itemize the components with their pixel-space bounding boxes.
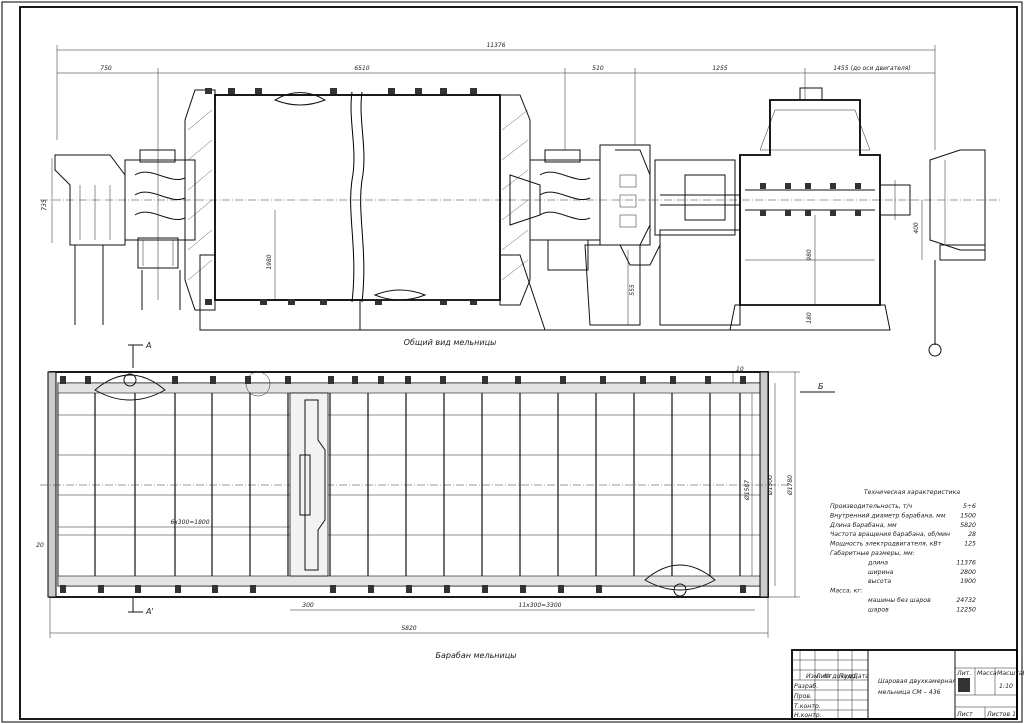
dim-h-mid: 555 [629,284,636,296]
dim-spacing-right: 11x300=3300 [519,602,562,609]
title-block: Изм. Лист № докум. Подп. Дата Разраб. Пр… [791,649,1024,720]
spec-label: шаров [868,606,889,613]
spec-value: 5820 [960,522,976,529]
dim-d5: 1455 (до оси двигателя) [833,65,910,72]
tb-mass-label: Масса [977,670,997,677]
tb-lit-label: Лит. [956,670,971,677]
spec-label: Длина барабана, мм [829,521,897,529]
spec-label: Мощность электродвигателя, кВт [830,541,942,548]
dim-d-inner: Ø1500 [767,475,774,496]
spec-value: 12250 [956,606,976,613]
spec-value: 1900 [960,578,976,585]
spec-label: Габаритные размеры, мм: [830,549,915,557]
tb-name-line2: мельница СМ – 436 [878,689,941,696]
dim-h-drum: 1980 [266,254,273,269]
dim-spacing-left: 6x300=1800 [170,519,209,526]
dim-d3: 510 [592,65,604,72]
tb-name-line1: Шаровая двухкамерная [878,678,956,685]
tb-role-2: Т.контр. [794,703,821,710]
spec-value: 2800 [960,569,976,576]
spec-label: Внутренний диаметр барабана, мм [830,511,946,519]
tb-scale-label: Масштаб [997,669,1024,677]
tb-col-list: Лист [815,673,832,680]
spec-label: Частота вращения барабана, об/мин [830,530,950,538]
tech-spec-title: Техническая характеристика [864,489,960,496]
dim-shell: 10 [736,366,744,373]
tb-col-izm: Изм. [806,673,821,680]
tb-role-0: Разраб. [794,682,818,690]
drum-view-caption: Барабан мельницы [436,651,517,660]
spec-value: 28 [968,531,976,538]
drum-view: А А' Б [36,341,835,660]
section-mark-a: А [145,341,151,350]
spec-label: Масса, кг: [830,588,863,595]
spec-label: машины без шаров [868,596,931,604]
general-view: 11376 750 6510 510 1255 1455 (до оси дви… [40,42,1000,357]
dim-d1: 750 [100,65,112,72]
spec-value: 1500 [960,512,976,519]
tb-col-date: Дата [852,673,869,680]
tb-col-doc: № докум. [823,673,855,680]
inner-frame [19,6,1018,720]
dim-d-flange: Ø1587 [744,480,751,501]
spec-label: длина [867,559,888,566]
section-mark-b: Б [818,382,824,391]
section-mark-a2: А' [145,607,154,616]
dim-d-outer: Ø1780 [787,475,794,496]
tech-spec: Техническая характеристика Производитель… [829,489,976,613]
spec-label: ширина [868,569,894,576]
tb-col-sign: Подп. [839,673,858,680]
dim-h-left: 735 [41,199,48,211]
tb-sheet-label: Лист [956,711,973,718]
spec-label: Производительность, т/ч [830,503,913,510]
dim-overall-bottom: 5820 [401,625,416,632]
dim-h-base: 180 [806,312,813,324]
dim-end: 20 [36,542,44,549]
spec-value: 24732 [956,597,976,604]
spec-label: высота [868,578,891,585]
dim-h-gear: 980 [806,249,813,261]
general-view-caption: Общий вид мельницы [404,338,497,347]
dim-gap: 300 [302,602,314,609]
dim-d2: 6510 [354,65,369,72]
spec-value: 125 [964,541,976,548]
spec-value: 11376 [956,559,976,566]
tb-role-3: Н.контр. [794,712,822,719]
tb-sheets-label: Листов 1 [986,711,1016,718]
dim-overall-top: 11376 [486,42,505,49]
spec-value: 5÷6 [963,503,976,510]
tb-role-1: Пров. [794,693,812,700]
tb-scale: 1:10 [999,683,1013,690]
dim-h-motor: 400 [913,222,920,234]
dim-d4: 1255 [712,65,727,72]
